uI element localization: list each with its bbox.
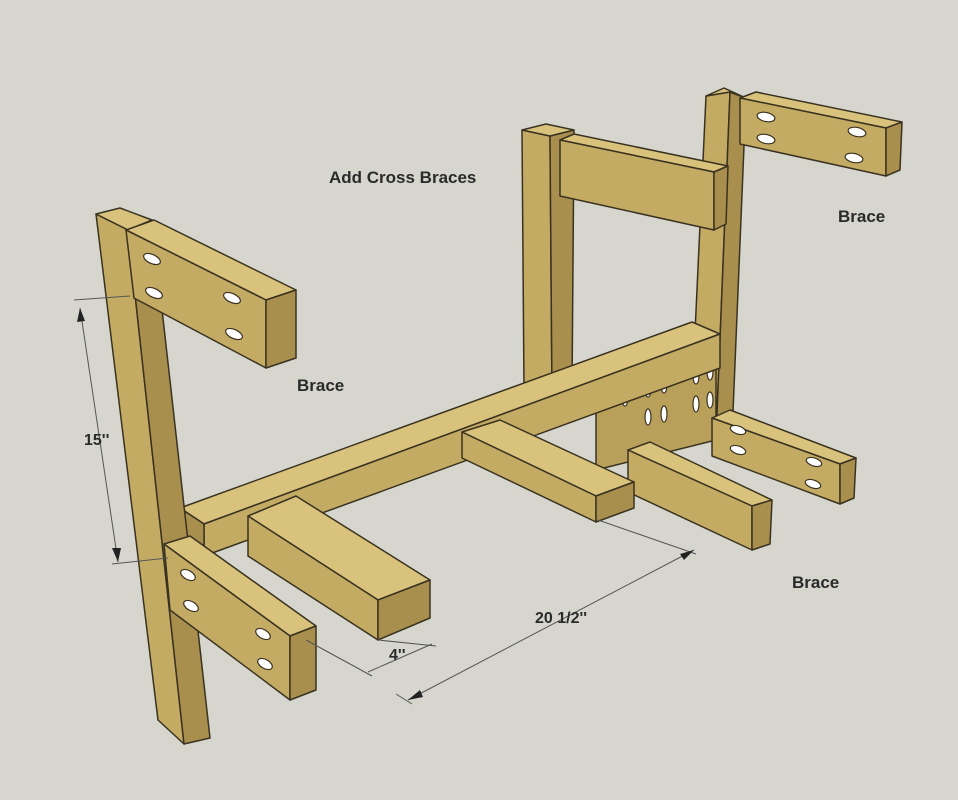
bolt-hole (143, 252, 161, 266)
back-right-top-brace-end (885, 121, 903, 177)
brace-label-top-right: Brace (838, 207, 886, 226)
bolt-hole (223, 291, 241, 305)
front-left-top-brace-end (265, 289, 297, 369)
bolt-hole (847, 126, 867, 138)
dimension-lines (73, 295, 697, 705)
height-dimension-line (73, 295, 169, 565)
back-middle-foot-brace (627, 441, 773, 551)
bolt-hole (844, 152, 864, 164)
pocket-hole (644, 408, 652, 426)
width-dimension-label: 4'' (389, 647, 406, 664)
frame-parts (95, 87, 903, 745)
front-left-foot-brace-end (289, 625, 317, 701)
back-left-post-top (521, 123, 575, 137)
front-cross-brace-end (377, 579, 431, 641)
brace-label-bottom-right: Brace (792, 573, 840, 592)
bolt-hole (756, 111, 776, 123)
back-top-cross-brace-end (713, 165, 729, 231)
bolt-hole (729, 444, 747, 456)
length-dimension-line (395, 519, 697, 705)
pocket-hole (660, 405, 668, 423)
bolt-hole (183, 599, 199, 613)
front-left-top-brace (125, 219, 297, 369)
back-middle-foot-brace-end (751, 499, 773, 551)
brace-label-left: Brace (297, 376, 345, 395)
back-right-foot-brace-end (839, 457, 857, 505)
back-left-post-front (521, 129, 553, 397)
diagram-title: Add Cross Braces (329, 168, 477, 187)
bolt-hole (804, 478, 822, 490)
front-cross-brace (247, 495, 431, 641)
back-right-foot-brace (711, 409, 857, 505)
bolt-hole (225, 327, 243, 341)
back-top-cross-brace (559, 133, 729, 231)
width-dimension-line (305, 639, 437, 677)
bolt-hole (756, 133, 776, 145)
middle-cross-brace (461, 419, 635, 523)
pocket-hole (706, 391, 714, 409)
front-left-foot-brace (163, 535, 317, 701)
bolt-hole (145, 286, 163, 300)
bolt-hole (180, 568, 196, 582)
height-dimension-label: 15'' (84, 432, 110, 449)
middle-cross-brace-end (595, 481, 635, 523)
back-right-top-brace (739, 91, 903, 177)
bolt-hole (805, 456, 823, 468)
pocket-hole (692, 395, 700, 413)
bolt-hole (257, 657, 273, 671)
bolt-hole (255, 627, 271, 641)
length-dimension-label: 20 1/2'' (535, 610, 588, 627)
bolt-hole (729, 424, 747, 436)
